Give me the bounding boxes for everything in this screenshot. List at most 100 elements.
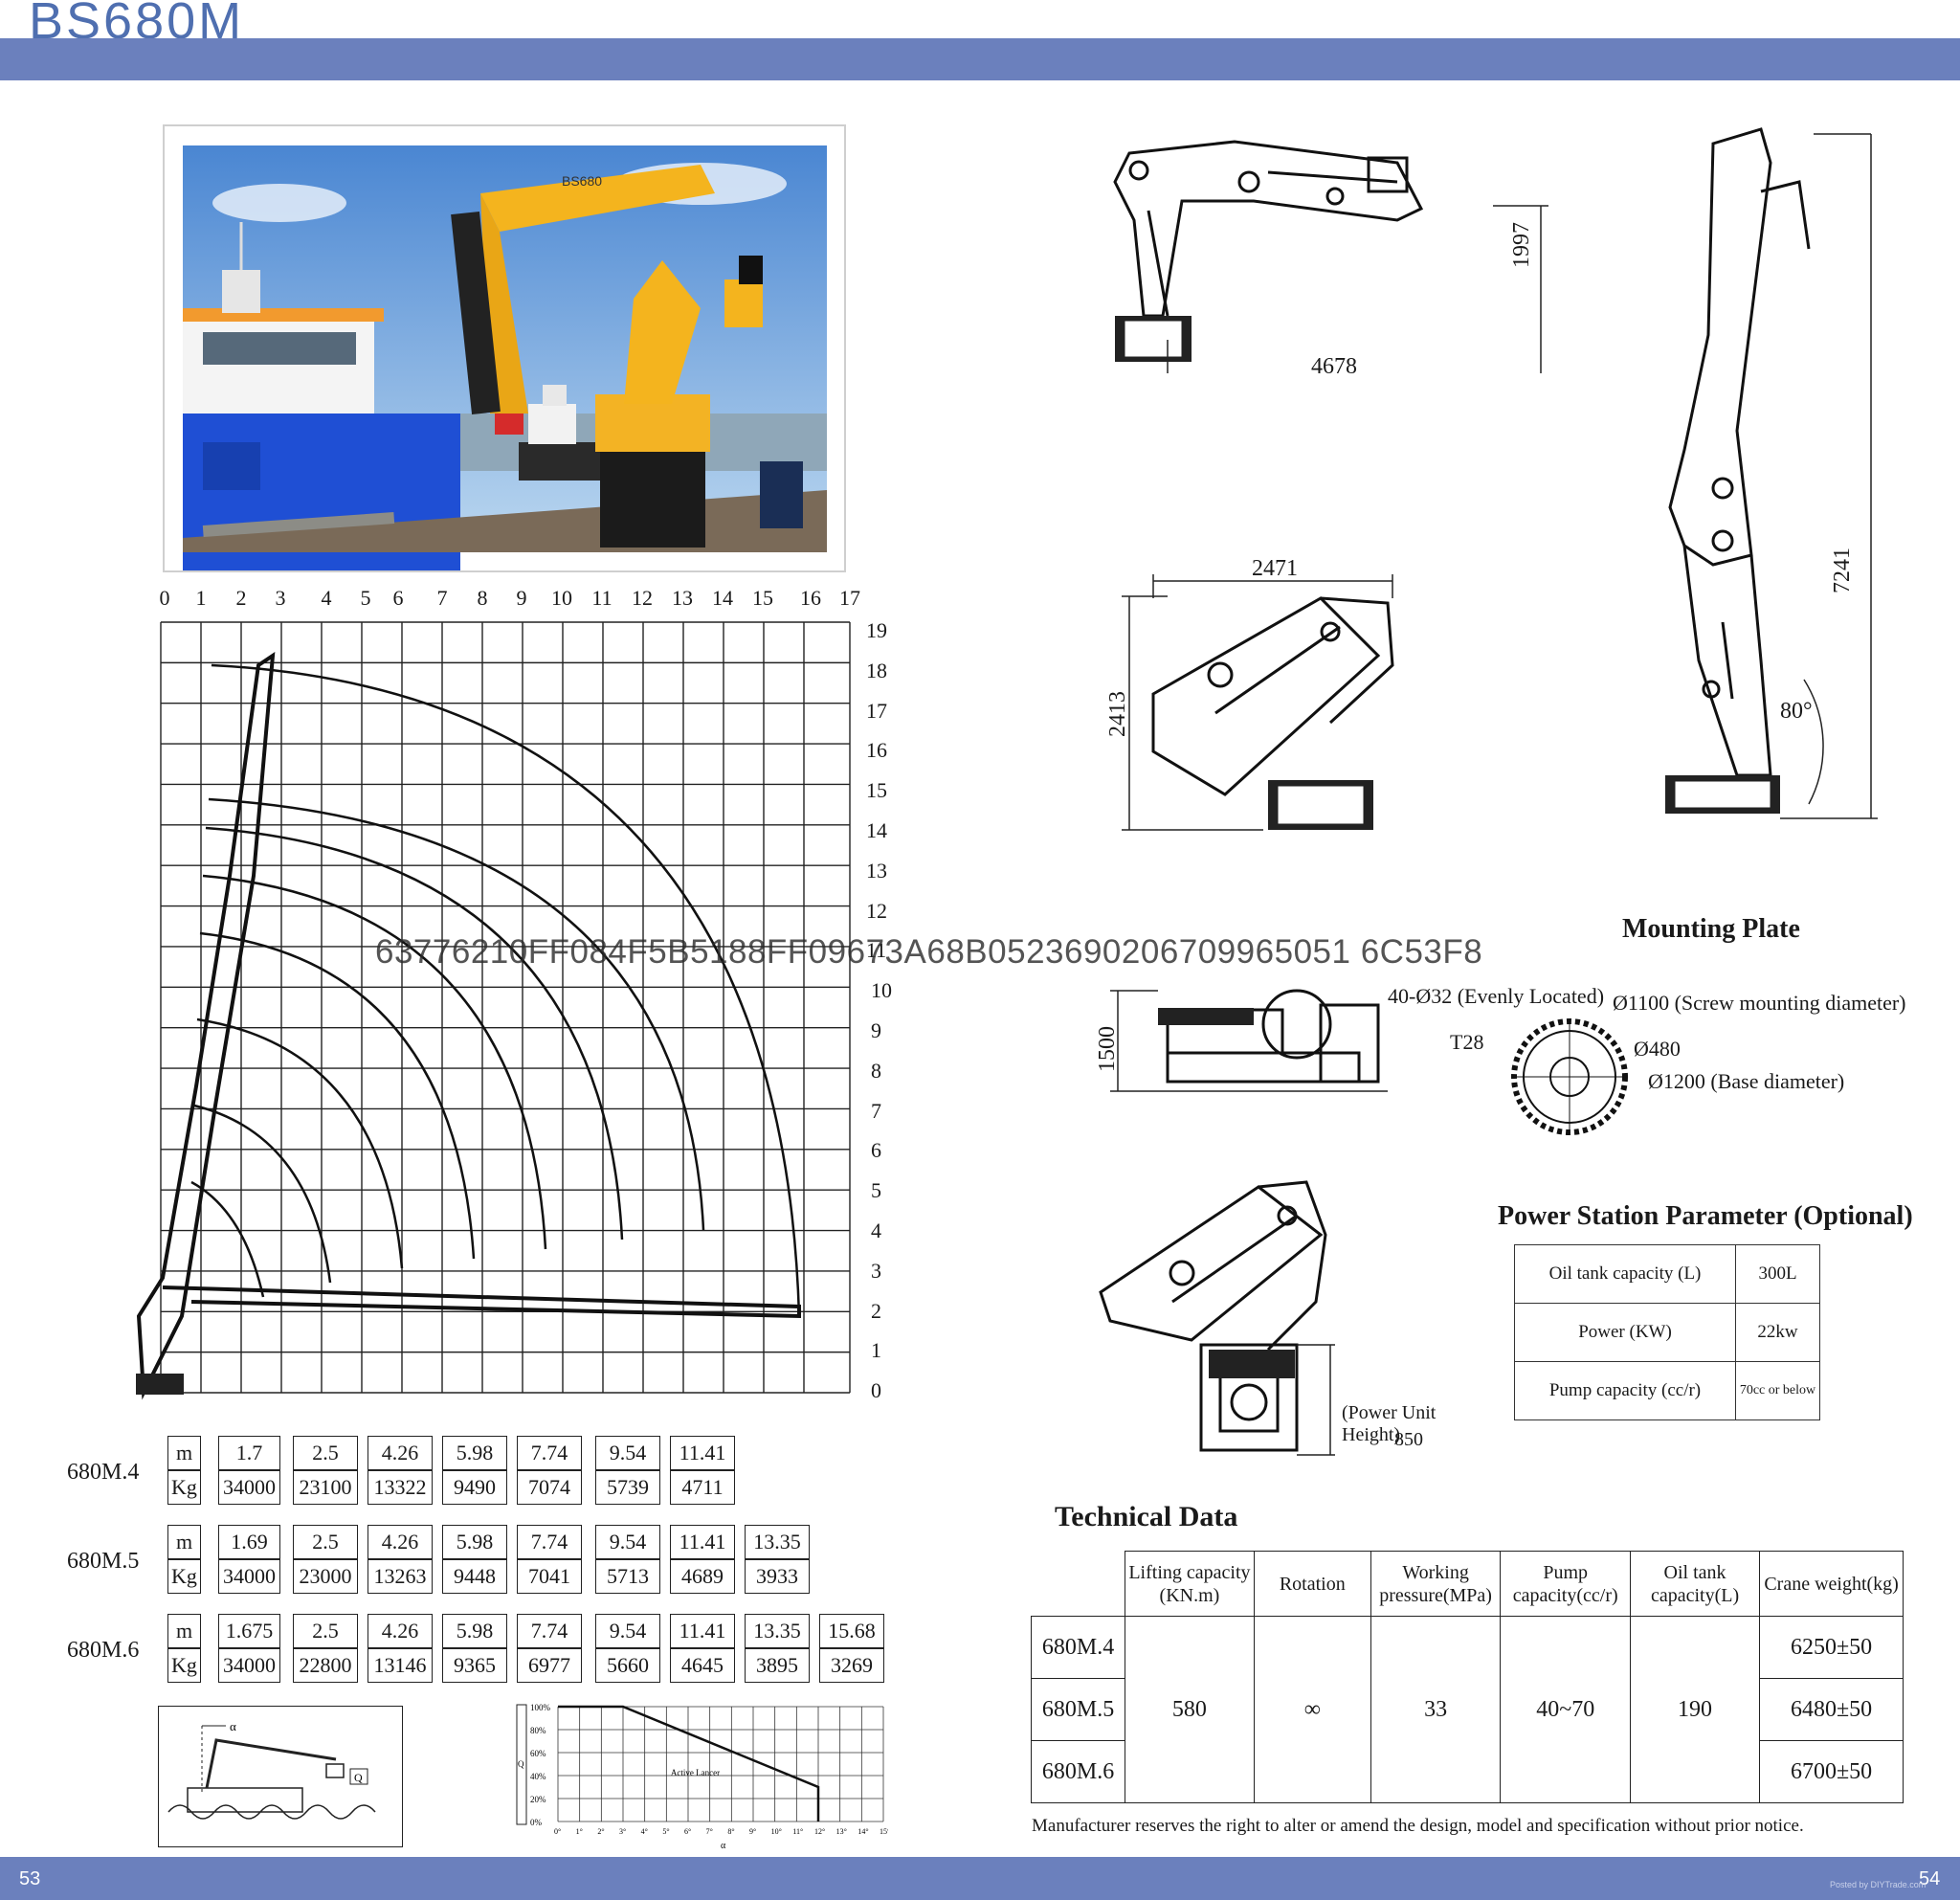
y-tick-label: 18 (866, 658, 887, 682)
pump-capacity-value: 40~70 (1500, 1616, 1631, 1803)
x-tick-label: 5 (360, 586, 371, 610)
radius-cell: 15.68 (819, 1614, 884, 1648)
header-rotation: Rotation (1253, 1551, 1371, 1617)
y-tick-label: 12 (866, 898, 887, 923)
derate-y-label: 20% (530, 1795, 546, 1804)
power-unit-height-label: (Power Unit Height) (1342, 1402, 1437, 1445)
radius-cell: 7.74 (517, 1525, 582, 1559)
derate-x-label: 11° (792, 1827, 803, 1836)
load-cell: 3933 (745, 1559, 810, 1594)
radius-cell: 2.5 (293, 1525, 358, 1559)
table-header-row: Lifting capacity (KN.m) Rotation Working… (1031, 1551, 1904, 1617)
unit-cell: Kg (167, 1470, 201, 1505)
extended-crane-sketch (1113, 140, 1548, 376)
page-number-left: 53 (19, 1868, 41, 1889)
radius-cell: 1.675 (218, 1614, 280, 1648)
y-tick-label: 9 (871, 1018, 881, 1042)
load-cell: 5660 (595, 1648, 660, 1683)
radius-cell: 9.54 (595, 1525, 660, 1559)
crane-stowed-drawing: 2471 2413 (1101, 556, 1416, 838)
x-tick-label: 13 (672, 586, 693, 610)
dim-stowed-width: 2471 (1252, 556, 1298, 581)
working-range-grid (136, 621, 851, 1400)
derate-y-label: 60% (530, 1749, 546, 1758)
footer-band (0, 1857, 1960, 1900)
radius-cell: 4.26 (368, 1614, 433, 1648)
radius-cell: 5.98 (442, 1525, 507, 1559)
derate-x-label: 3° (619, 1827, 626, 1836)
load-cell: 3269 (819, 1648, 884, 1683)
x-tick-label: 15 (752, 586, 773, 610)
derate-y-label: 100% (530, 1703, 551, 1712)
power-unit-drawing: (Power Unit Height) 850 (1096, 1158, 1498, 1474)
derate-y-symbol: Q (518, 1759, 524, 1769)
derate-x-label: 12° (814, 1827, 825, 1836)
y-tick-label: 13 (866, 858, 887, 883)
crane-extended-drawing: 4678 1997 (1091, 124, 1550, 379)
radius-cell: 4.26 (368, 1525, 433, 1559)
x-tick-label: 7 (436, 586, 448, 610)
load-cell: 5739 (595, 1470, 660, 1505)
q-label: Q (354, 1771, 363, 1784)
derate-x-label: 1° (576, 1827, 583, 1836)
dim-upright-angle: 80° (1780, 699, 1813, 724)
header-pressure: Working pressure(MPa) (1370, 1551, 1502, 1617)
derate-x-label: 10° (771, 1827, 782, 1836)
page-number-right: 54 (1919, 1868, 1941, 1889)
derate-x-label: 15° (880, 1827, 888, 1836)
crane-photo: BS680 (163, 124, 846, 576)
weight-cell: 6480±50 (1759, 1678, 1904, 1741)
y-tick-label: 5 (871, 1178, 881, 1203)
mounting-plate-drawing (1507, 1015, 1632, 1139)
x-tick-label: 11 (591, 586, 612, 610)
load-cell: 7041 (517, 1559, 582, 1594)
dim-upright-height: 7241 (1830, 548, 1855, 593)
radius-cell: 9.54 (595, 1436, 660, 1470)
mounting-plate-circle (1511, 1018, 1628, 1135)
load-cell: 34000 (218, 1559, 280, 1594)
oil-tank-label: Oil tank capacity (L) (1514, 1244, 1736, 1304)
dim-stowed-height: 2413 (1105, 691, 1130, 737)
derate-chart: 100%80%60%40%20%0%0°1°2°3°4°5°6°7°8°9°10… (515, 1664, 890, 1855)
load-cell: 4689 (670, 1559, 735, 1594)
load-cell: 34000 (218, 1648, 280, 1683)
x-tick-label: 10 (551, 586, 572, 610)
y-tick-label: 19 (866, 618, 887, 642)
table-row: Power (KW) 22kw (1514, 1303, 1820, 1362)
stowed-crane-sketch (1122, 574, 1394, 831)
load-cell: 7074 (517, 1470, 582, 1505)
x-tick-label: 8 (477, 586, 488, 610)
weight-cell: 6700±50 (1759, 1740, 1904, 1803)
table-row: Oil tank capacity (L) 300L (1514, 1244, 1820, 1304)
lifting-capacity-value: 580 (1125, 1616, 1255, 1803)
rotation-value: ∞ (1253, 1616, 1371, 1803)
load-cell: 22800 (293, 1648, 358, 1683)
load-cell: 5713 (595, 1559, 660, 1594)
table-row: Pump capacity (cc/r) 70cc or below (1514, 1361, 1820, 1420)
load-cell: 34000 (218, 1470, 280, 1505)
derate-x-label: 0° (554, 1827, 561, 1836)
load-cell: 9490 (442, 1470, 507, 1505)
y-tick-label: 16 (866, 738, 887, 763)
x-tick-label: 0 (159, 586, 170, 610)
pump-value: 70cc or below (1735, 1361, 1820, 1420)
crane-badge: BS680 (562, 173, 602, 189)
upright-crane-sketch (1665, 127, 1878, 819)
load-cell: 3895 (745, 1648, 810, 1683)
y-tick-label: 1 (871, 1338, 881, 1363)
unit-cell: Kg (167, 1648, 201, 1683)
working-pressure-value: 33 (1370, 1616, 1502, 1803)
derate-x-label: 9° (749, 1827, 756, 1836)
radius-cell: 5.98 (442, 1614, 507, 1648)
x-tick-label: 2 (235, 586, 247, 610)
header-lifting: Lifting capacity (KN.m) (1125, 1551, 1255, 1617)
derate-x-label: 5° (662, 1827, 669, 1836)
y-tick-label: 2 (871, 1298, 881, 1323)
load-model-label: 680M.5 (67, 1549, 140, 1574)
derate-x-label: 13° (836, 1827, 847, 1836)
photo-illustration: BS680 (183, 145, 827, 576)
dim-top-height: 1997 (1509, 222, 1534, 268)
header-weight: Crane weight(kg) (1759, 1551, 1904, 1617)
x-tick-label: 3 (275, 586, 286, 610)
